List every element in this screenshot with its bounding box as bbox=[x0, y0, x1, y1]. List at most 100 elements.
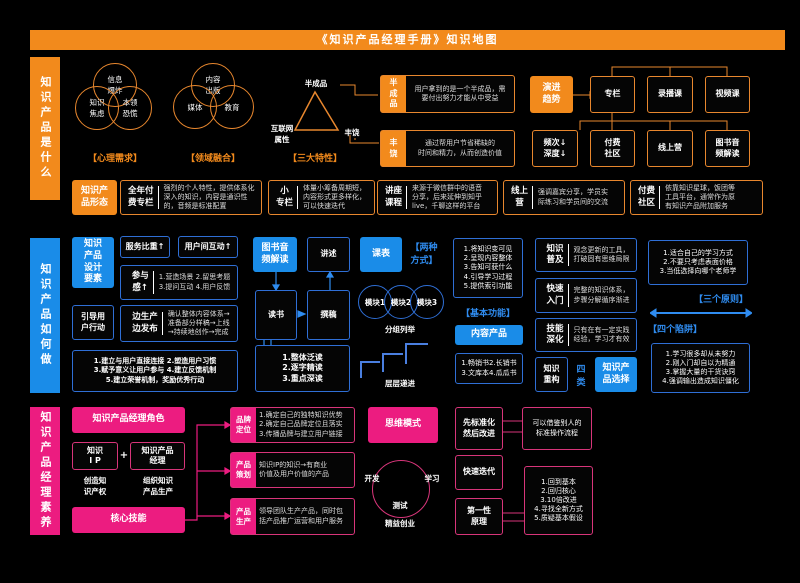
feature-abundance: 丰 饶 通过帮用户节省稀缺的 时间和精力，从而创造价值 bbox=[380, 130, 515, 167]
pm-note: 组织知识 产品生产 bbox=[143, 476, 173, 496]
principles-caption: 【三个原则】 bbox=[693, 295, 748, 305]
caption-three-traits: 【三大特性】 bbox=[287, 154, 342, 164]
form-name: 全年付 费专栏 bbox=[124, 186, 159, 209]
form-online-camp: 线上 营强调嘉宾分享，学员实 际练习和学员间的交流 bbox=[503, 180, 625, 215]
pm-role: 知识产品经理角色 bbox=[72, 407, 185, 433]
type-tag: 技能 深化 bbox=[542, 323, 569, 347]
traps-caption: 【四个陷阱】 bbox=[648, 325, 703, 335]
cycle-develop: 开发 bbox=[364, 474, 380, 483]
book-audio-reading: 图书音 频解读 bbox=[253, 237, 297, 272]
skill-text: 知识IP的知识→有商业 价值及用户价值的产品 bbox=[259, 460, 329, 478]
lean-cycle-icon bbox=[372, 460, 430, 518]
form-annual-column: 全年付 费专栏强烈的个人特性，提供体系化 深入的知识，内容是通识性 的，音频是标… bbox=[120, 180, 262, 215]
plus-sign: + bbox=[119, 450, 129, 461]
design-elements: 知识 产品 设计 要素 bbox=[72, 237, 114, 288]
caption-domain-fusion: 【领域融合】 bbox=[185, 154, 240, 164]
thinking-mode: 思维模式 bbox=[368, 407, 438, 443]
cycle-test: 测试 bbox=[392, 501, 408, 510]
type-tag: 快速 入门 bbox=[542, 284, 569, 307]
section-how-label: 知识产品如何做 bbox=[30, 238, 60, 393]
trend-video-course: 视频课 bbox=[705, 76, 750, 113]
trend-online-camp: 线上营 bbox=[647, 130, 693, 167]
service-weight: 服务比重↑ bbox=[120, 236, 170, 258]
type-popularization: 知识 普及观念更新的工具， 打破固有思维局限 bbox=[535, 238, 637, 272]
lean-startup-label: 精益创业 bbox=[385, 519, 415, 528]
reading-list: 1.整体泛读 2.逐字精读 3.重点深读 bbox=[255, 345, 350, 392]
rapid-iteration: 快速迭代 bbox=[455, 455, 503, 490]
content-product: 内容产品 bbox=[455, 325, 523, 345]
participation: 参与 感↑1.营造场景 2.留思考题 3.提问互动 4.用户反馈 bbox=[120, 265, 238, 300]
ip-note: 创造知 识产权 bbox=[83, 476, 107, 496]
skills-connectors bbox=[185, 420, 230, 521]
feature-text: 用户拿到的是一个半成品，需 要付出努力才能从中受益 bbox=[414, 84, 506, 102]
triangle-top-label: 半成品 bbox=[304, 79, 328, 88]
type-tag: 知识 普及 bbox=[542, 243, 569, 267]
form-name: 付费 社区 bbox=[634, 186, 661, 209]
skill-product-planning: 产品 策划知识IP的知识→有商业 价值及用户价值的产品 bbox=[230, 452, 355, 488]
publish-tag: 边生产 边发布 bbox=[128, 312, 163, 335]
skill-text: 1.确定自己的独特知识优势 2.确定自己品牌定位且落实 3.传播品牌与建立用户链… bbox=[259, 411, 343, 438]
write-draft: 撰稿 bbox=[307, 290, 350, 340]
stairs-icon bbox=[360, 343, 428, 378]
publish-while-producing: 边生产 边发布确认整体内容体系→ 准备部分样稿→上线 →持续地创作→完成 bbox=[120, 305, 238, 342]
feature-tag: 丰 饶 bbox=[381, 131, 406, 166]
knowledge-ip: 知识 I P bbox=[72, 442, 118, 470]
participation-tag: 参与 感↑ bbox=[128, 271, 154, 294]
user-interaction: 用户间互动↑ bbox=[178, 236, 238, 258]
first-principles: 第一性 原理 bbox=[455, 498, 503, 535]
feature-tag: 半 成 品 bbox=[381, 76, 406, 112]
layer-progress-label: 层层递进 bbox=[385, 379, 415, 388]
first-principles-list: 1.回到基本 2.回归核心 3.10倍改进 4.寻找全新方式 5.质疑基本假设 bbox=[524, 466, 593, 535]
trend-label: 演进 趋势 bbox=[530, 76, 573, 113]
read-book: 读书 bbox=[255, 290, 297, 340]
two-ways-caption: 【两种 方式】 bbox=[410, 243, 438, 266]
feature-semi-finished: 半 成 品 用户拿到的是一个半成品，需 要付出努力才能从中受益 bbox=[380, 75, 515, 113]
arrow-icon bbox=[349, 135, 379, 144]
triangle-left-label: 互联网 属性 bbox=[270, 124, 294, 144]
type-text: 观念更新的工具， 打破固有思维局限 bbox=[573, 245, 630, 263]
module-3: 模块3 bbox=[410, 285, 444, 319]
product-selection: 知识产 品选择 bbox=[595, 357, 637, 392]
type-text: 只有在有一定实践 经验，学习才有效 bbox=[573, 325, 630, 343]
knowledge-pm: 知识产品 经理 bbox=[130, 442, 185, 470]
section-what-label: 知识产品是什么 bbox=[30, 57, 60, 200]
basic-function-caption: 【基本功能】 bbox=[460, 309, 515, 319]
form-desc: 来源于微信群中的语音 分享，后来延伸到知乎 live，千聊这样的平台 bbox=[412, 183, 483, 211]
triangle-icon bbox=[293, 84, 378, 140]
skill-tag: 产品 生产 bbox=[231, 499, 256, 534]
narrate: 讲述 bbox=[307, 237, 350, 272]
form-name: 线上 营 bbox=[507, 186, 534, 209]
four-types-label: 四 类 bbox=[576, 365, 586, 388]
circle-education: 教育 bbox=[210, 85, 254, 129]
form-name: 小 专栏 bbox=[272, 186, 299, 209]
trend-column: 专栏 bbox=[590, 76, 635, 113]
form-desc: 强烈的个人特性，提供体系化 深入的知识，内容是通识性 的，音频是标准配置 bbox=[163, 183, 255, 211]
standardize-note: 可以借鉴别人的 标准操作流程 bbox=[522, 407, 592, 450]
type-quick-start: 快速 入门完整的知识体系， 步骤分解循序渐进 bbox=[535, 278, 637, 313]
caption-psych-needs: 【心理需求】 bbox=[87, 154, 142, 164]
skill-product-production: 产品 生产领导团队生产产品，同时包 括产品推广运营和用户服务 bbox=[230, 498, 355, 535]
type-text: 完整的知识体系， 步骤分解循序渐进 bbox=[573, 286, 630, 304]
skill-text: 领导团队生产产品，同时包 括产品推广运营和用户服务 bbox=[259, 507, 343, 525]
participation-text: 1.营造场景 2.留思考题 3.提问互动 4.用户反馈 bbox=[158, 273, 231, 291]
type-restructure: 知识 重构 bbox=[535, 357, 568, 392]
form-desc: 体量小筹备周期短， 内容形式更多样化， 可以快速迭代 bbox=[303, 183, 367, 211]
triangle-right-label: 丰饶 bbox=[344, 128, 360, 137]
type-skill-deepening: 技能 深化只有在有一定实践 经验，学习才有效 bbox=[535, 318, 637, 352]
trend-book-audio: 图书音 频解读 bbox=[705, 130, 750, 167]
feature-text: 通过帮用户节省稀缺的 时间和精力，从而创造价值 bbox=[418, 139, 502, 157]
principles-list: 1.适合自己的学习方式 2.不要只考虑表面价格 3.当低选择向哪个老师学 bbox=[648, 240, 748, 285]
cycle-learn: 学习 bbox=[424, 474, 440, 483]
form-paid-community: 付费 社区依靠知识星球，饭团等 工具平台，通常作为原 有知识产品附加服务 bbox=[630, 180, 763, 215]
map-title: 《知识产品经理手册》知识地图 bbox=[30, 30, 785, 50]
section-literacy-label: 知识产品经理素养 bbox=[30, 407, 60, 535]
double-arrow-icon bbox=[650, 308, 752, 318]
traps-list: 1.学习很多却从未努力 2.刚入门却自以为精通 3.掌握大量的干货诀窍 4.强调… bbox=[651, 343, 750, 393]
content-product-list: 1.畅销书2.长销书 3.文库本4.瓜瓜书 bbox=[455, 353, 523, 384]
form-desc: 强调嘉宾分享，学员实 际练习和学员间的交流 bbox=[538, 188, 609, 206]
form-mini-column: 小 专栏体量小筹备周期短， 内容形式更多样化， 可以快速迭代 bbox=[268, 180, 375, 215]
reading-connectors bbox=[263, 270, 335, 346]
basic-function-list: 1.将知识变可见 2.呈现内容整体 3.告知可获什么 4.引导学习过程 5.提供… bbox=[453, 238, 523, 298]
forms-label: 知识产 品形态 bbox=[72, 180, 117, 215]
action-list: 1.建立与用户直接连接 2.塑造用户习惯 3.赋予意义让用户参与 4.建立反馈机… bbox=[72, 350, 238, 392]
